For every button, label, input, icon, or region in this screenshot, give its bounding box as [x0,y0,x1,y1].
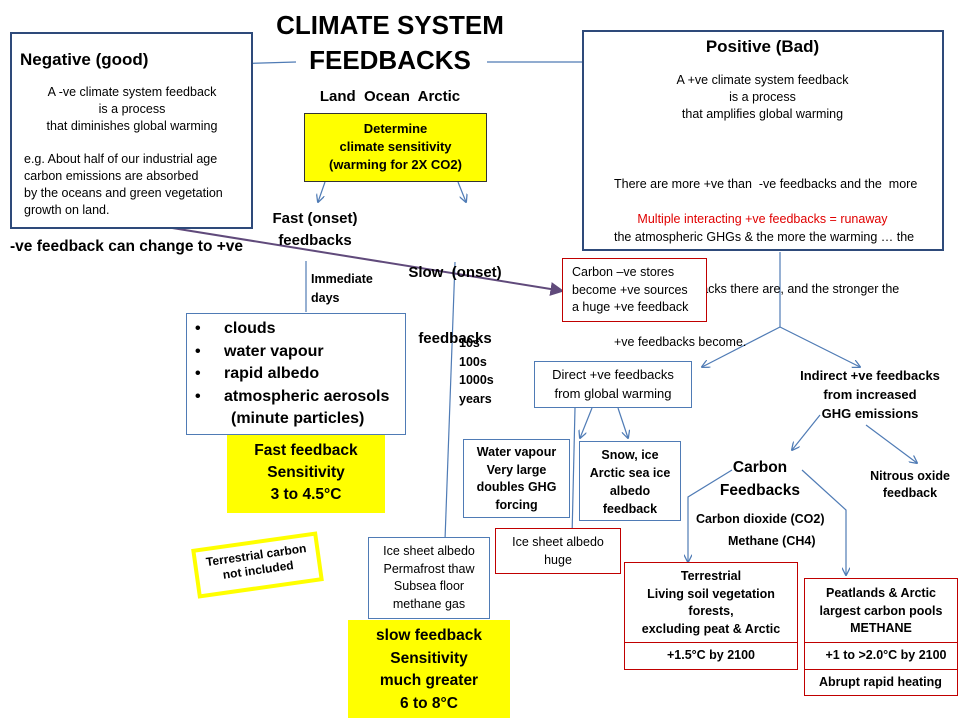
arrow-to-indirect [779,326,860,367]
fast-sensitivity-box: Fast feedback Sensitivity 3 to 4.5°C [227,435,385,513]
sensitivity-box: Determine climate sensitivity (warming f… [304,113,487,182]
abrupt-box: Abrupt rapid heating [804,670,958,696]
water-vapour-box: Water vapour Very large doubles GHG forc… [463,439,570,518]
page-title: CLIMATE SYSTEM FEEDBACKS [276,10,504,75]
positive-heading: Positive (Bad) [705,37,820,56]
arrow-to-slow [457,181,466,202]
negative-example: e.g. About half of our industrial age ca… [24,152,223,217]
negative-box: Negative (good) A -ve climate system fee… [10,32,253,229]
slow-heading: Slow (onset) feedbacks [408,264,502,347]
carbon-stores-box: Carbon –ve stores become +ve sources a h… [562,258,707,322]
positive-runaway: Multiple interacting +ve feedbacks = run… [637,212,888,226]
negative-change-note: -ve feedback can change to +ve [10,238,244,255]
fast-items-box: •clouds •water vapour •rapid albedo •atm… [186,313,406,435]
fast-timescale: Immediate days [311,272,373,305]
peatlands-box: Peatlands & Arctic largest carbon pools … [804,578,958,643]
negative-definition: A -ve climate system feedback is a proce… [46,85,218,133]
list-item: •water vapour [195,342,324,360]
arrow-to-snow-ice [617,407,628,438]
terrestrial-box: Terrestrial Living soil vegetation fores… [624,562,798,643]
arrow-to-carbon-feedbacks [792,414,821,450]
arrow-to-water-vapour [580,407,593,438]
terrestrial-value-box: +1.5°C by 2100 [624,643,798,670]
slow-timescale: 10s 100s 1000s years [459,336,494,406]
slow-items-box: Ice sheet albedo Permafrost thaw Subsea … [368,537,490,619]
positive-box: Positive (Bad) A +ve climate system feed… [582,30,944,349]
peatlands-value-box: +1 to >2.0°C by 2100 [804,643,958,670]
positive-detail: There are more +ve than -ve feedbacks an… [614,177,918,349]
carbon-feedbacks-heading: Carbon Feedbacks [719,459,801,499]
indirect-heading: Indirect +ve feedbacks from increased GH… [800,368,940,421]
list-item: •atmospheric aerosols [195,387,390,405]
arrow-to-fast [318,181,326,202]
negative-heading: Negative (good) [20,50,149,69]
arrow-to-ice-sheet [572,407,575,537]
purple-arrow-to-carbon-stores [159,225,565,296]
fast-heading: Fast (onset) feedbacks [272,210,358,249]
list-item: •clouds [195,320,276,337]
arrow-to-direct [702,326,781,367]
nitrous-label: Nitrous oxide feedback [870,469,950,500]
ch4-label: Methane (CH4) [728,534,816,548]
snow-ice-box: Snow, ice Arctic sea ice albedo feedback [579,441,681,521]
arrow-to-peatlands [801,469,846,575]
slow-sensitivity-box: slow feedback Sensitivity much greater 6… [348,620,510,718]
list-item: •rapid albedo [195,365,320,382]
arrow-to-terrestrial [688,469,733,562]
ice-sheet-box: Ice sheet albedo huge [495,528,621,574]
co2-label: Carbon dioxide (CO2) [696,512,825,526]
line-slow-timescale [444,261,456,541]
fast-items-list: •clouds •water vapour •rapid albedo •atm… [187,318,405,408]
fast-items-note: (minute particles) [231,410,365,427]
arrow-to-nitrous [865,424,917,463]
positive-definition: A +ve climate system feedback is a proce… [676,73,849,121]
direct-box: Direct +ve feedbacks from global warming [534,361,692,408]
domains-label: Land Ocean Arctic [319,88,461,105]
